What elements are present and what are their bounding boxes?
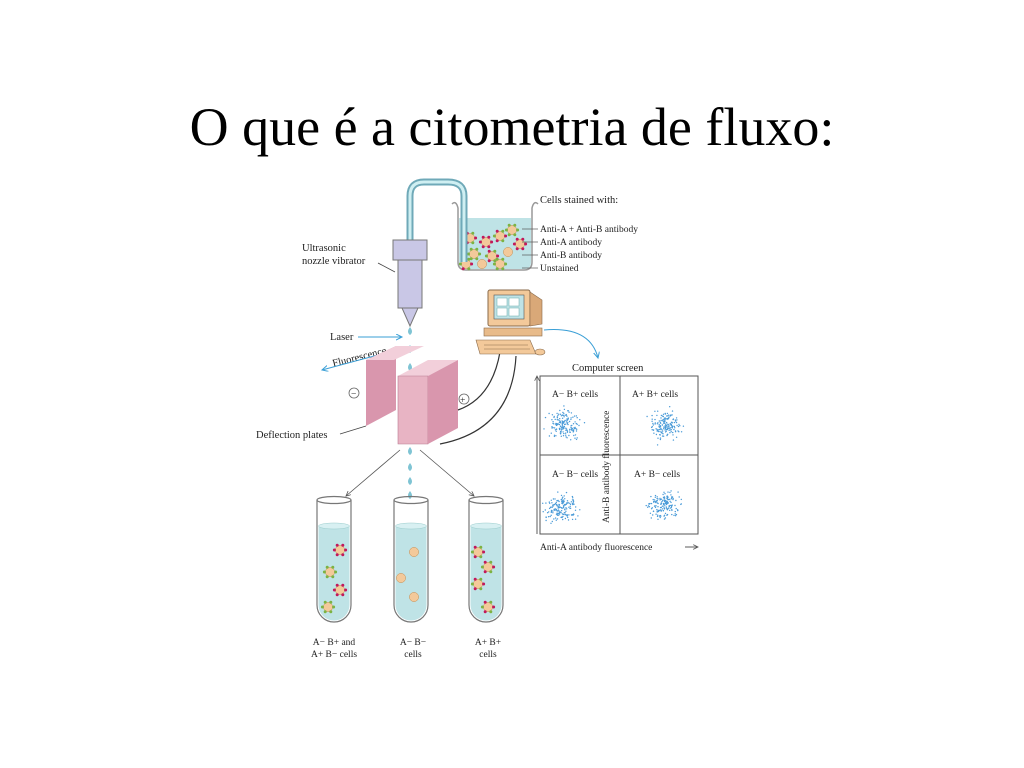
legend-item: Anti-B antibody: [540, 251, 602, 261]
legend-item: Unstained: [540, 264, 579, 274]
beaker-cell: [478, 235, 494, 249]
test-tube: [468, 495, 504, 623]
droplet: [408, 463, 412, 471]
beaker-cell: [477, 259, 487, 269]
droplet: [408, 363, 412, 371]
nozzle-label: Ultrasonic: [302, 243, 346, 254]
tube-cell: [409, 547, 419, 557]
deflection-plates: [366, 346, 458, 445]
tube-cell: [470, 545, 486, 559]
sort-arrow-left: [346, 449, 401, 496]
test-tube: [316, 495, 352, 623]
quadrant-label-br: A+ B− cells: [634, 470, 680, 480]
cluster-tl: [543, 405, 586, 441]
beaker-cell: [492, 229, 508, 243]
x-axis-label: Anti-A antibody fluorescence: [540, 542, 652, 553]
nozzle-vibrator: [392, 239, 428, 328]
tube-label-2b: cells: [404, 650, 422, 660]
plus-sign: +: [460, 396, 465, 406]
cluster-br: [645, 490, 682, 520]
tube-label-2a: A− B−: [400, 638, 426, 648]
tube-cell: [322, 565, 338, 579]
legend-item: Anti-A antibody: [540, 238, 602, 248]
droplet: [408, 447, 412, 455]
cells-stained-label: Cells stained with:: [540, 195, 618, 206]
tube-cell: [470, 577, 486, 591]
legend-item: Anti-A + Anti-B antibody: [540, 225, 638, 235]
quadrant-label-bl: A− B− cells: [552, 470, 598, 480]
tube-cell: [409, 592, 419, 602]
droplet: [408, 491, 412, 499]
tube-label-3b: cells: [479, 650, 497, 660]
sort-arrow-right: [419, 449, 474, 496]
tube-cell: [332, 583, 348, 597]
wire-plus: [457, 351, 501, 411]
computer-icon: [475, 289, 546, 356]
tube-cell: [480, 560, 496, 574]
y-axis-label: Anti-B antibody fluorescence: [601, 411, 612, 523]
beaker-cell: [504, 223, 520, 237]
tube-cell: [396, 573, 406, 583]
droplet: [408, 327, 412, 335]
laser-label: Laser: [330, 332, 354, 343]
test-tubes: [316, 495, 504, 623]
tube-cell: [332, 543, 348, 557]
nozzle-label-2: nozzle vibrator: [302, 256, 366, 267]
quadrant-label-tr: A+ B+ cells: [632, 390, 678, 400]
beaker-cell: [466, 247, 482, 261]
computer-screen-label: Computer screen: [572, 363, 644, 374]
wire-minus: [439, 355, 517, 445]
test-tube: [393, 495, 429, 623]
tube-label-1a: A− B+ and: [313, 638, 356, 648]
scatter-clusters: [542, 405, 685, 524]
minus-sign: −: [351, 390, 356, 400]
tube-cell: [480, 600, 496, 614]
tube-label-1b: A+ B− cells: [311, 650, 357, 660]
deflection-label: Deflection plates: [256, 430, 327, 441]
computer-to-screen-arrow: [543, 329, 598, 358]
droplet: [408, 477, 412, 485]
beaker-cell: [492, 257, 508, 271]
cluster-bl: [542, 491, 581, 524]
beaker-cell: [503, 247, 513, 257]
slide-title: O que é a citometria de fluxo:: [189, 97, 835, 157]
tube-label-3a: A+ B+: [475, 638, 501, 648]
beaker-cell: [484, 249, 500, 263]
quadrant-label-tl: A− B+ cells: [552, 390, 598, 400]
tube-cell: [320, 600, 336, 614]
cluster-tr: [646, 406, 685, 446]
